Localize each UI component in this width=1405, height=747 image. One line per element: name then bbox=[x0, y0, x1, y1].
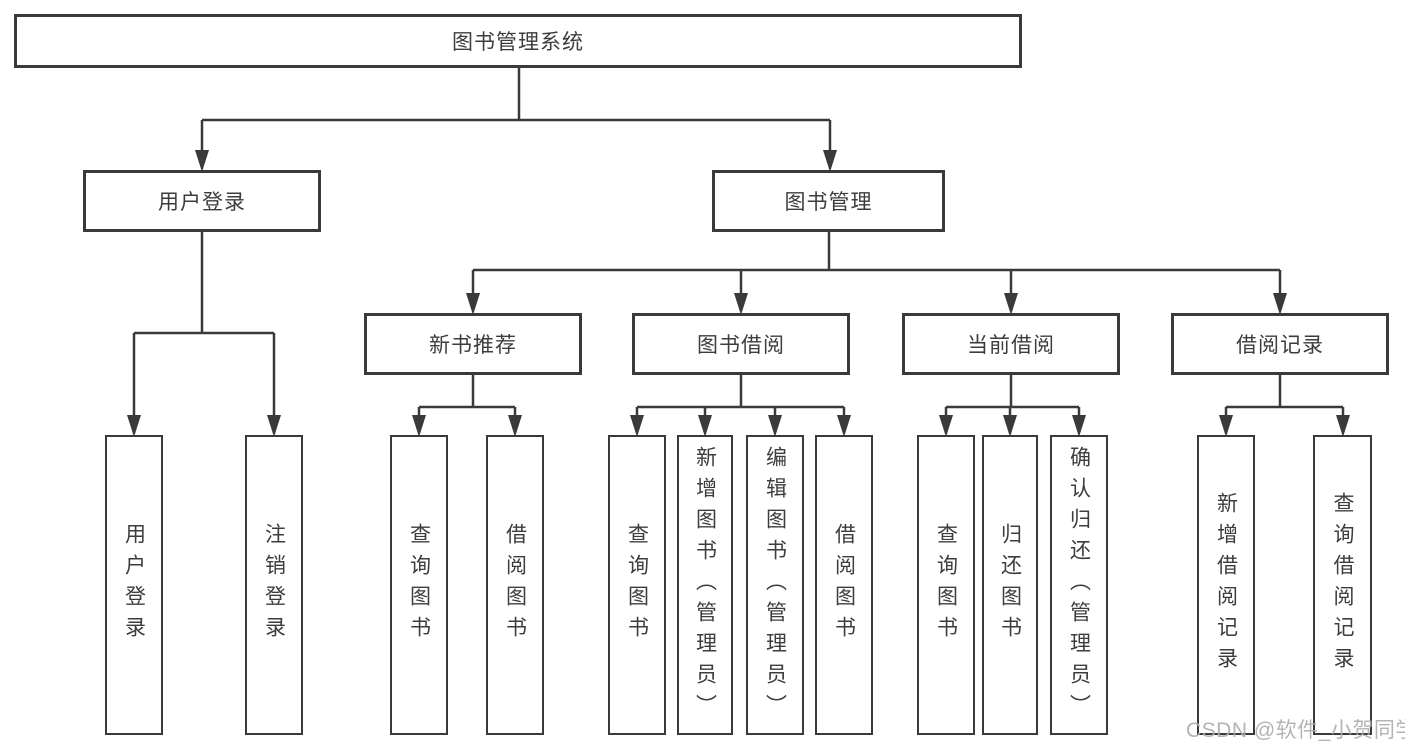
node-book-management: 图书管理 bbox=[712, 170, 945, 232]
leaf-borrow-books-borrowing: 借阅图书 bbox=[815, 435, 873, 735]
leaf-add-books-admin: 新增图书（管理员） bbox=[677, 435, 733, 735]
node-current-borrowing: 当前借阅 bbox=[902, 313, 1120, 375]
leaf-edit-books-admin: 编辑图书（管理员） bbox=[746, 435, 804, 735]
leaf-return-books: 归还图书 bbox=[982, 435, 1038, 735]
node-new-book-recommendation: 新书推荐 bbox=[364, 313, 582, 375]
node-book-borrowing: 图书借阅 bbox=[632, 313, 850, 375]
leaf-query-books-recommend: 查询图书 bbox=[390, 435, 448, 735]
leaf-borrow-books-recommend: 借阅图书 bbox=[486, 435, 544, 735]
leaf-logout: 注销登录 bbox=[245, 435, 303, 735]
leaf-query-borrow-record: 查询借阅记录 bbox=[1313, 435, 1372, 735]
leaf-confirm-return-admin: 确认归还（管理员） bbox=[1050, 435, 1108, 735]
node-root-system: 图书管理系统 bbox=[14, 14, 1022, 68]
leaf-user-login: 用户登录 bbox=[105, 435, 163, 735]
leaf-add-borrow-record: 新增借阅记录 bbox=[1197, 435, 1255, 735]
watermark-csdn: CSDN @软件_小贺同学 bbox=[1186, 719, 1405, 742]
leaf-query-books-current: 查询图书 bbox=[917, 435, 975, 735]
leaf-query-books-borrowing: 查询图书 bbox=[608, 435, 666, 735]
node-user-login: 用户登录 bbox=[83, 170, 321, 232]
node-borrowing-records: 借阅记录 bbox=[1171, 313, 1389, 375]
arrowheads bbox=[127, 150, 1350, 437]
